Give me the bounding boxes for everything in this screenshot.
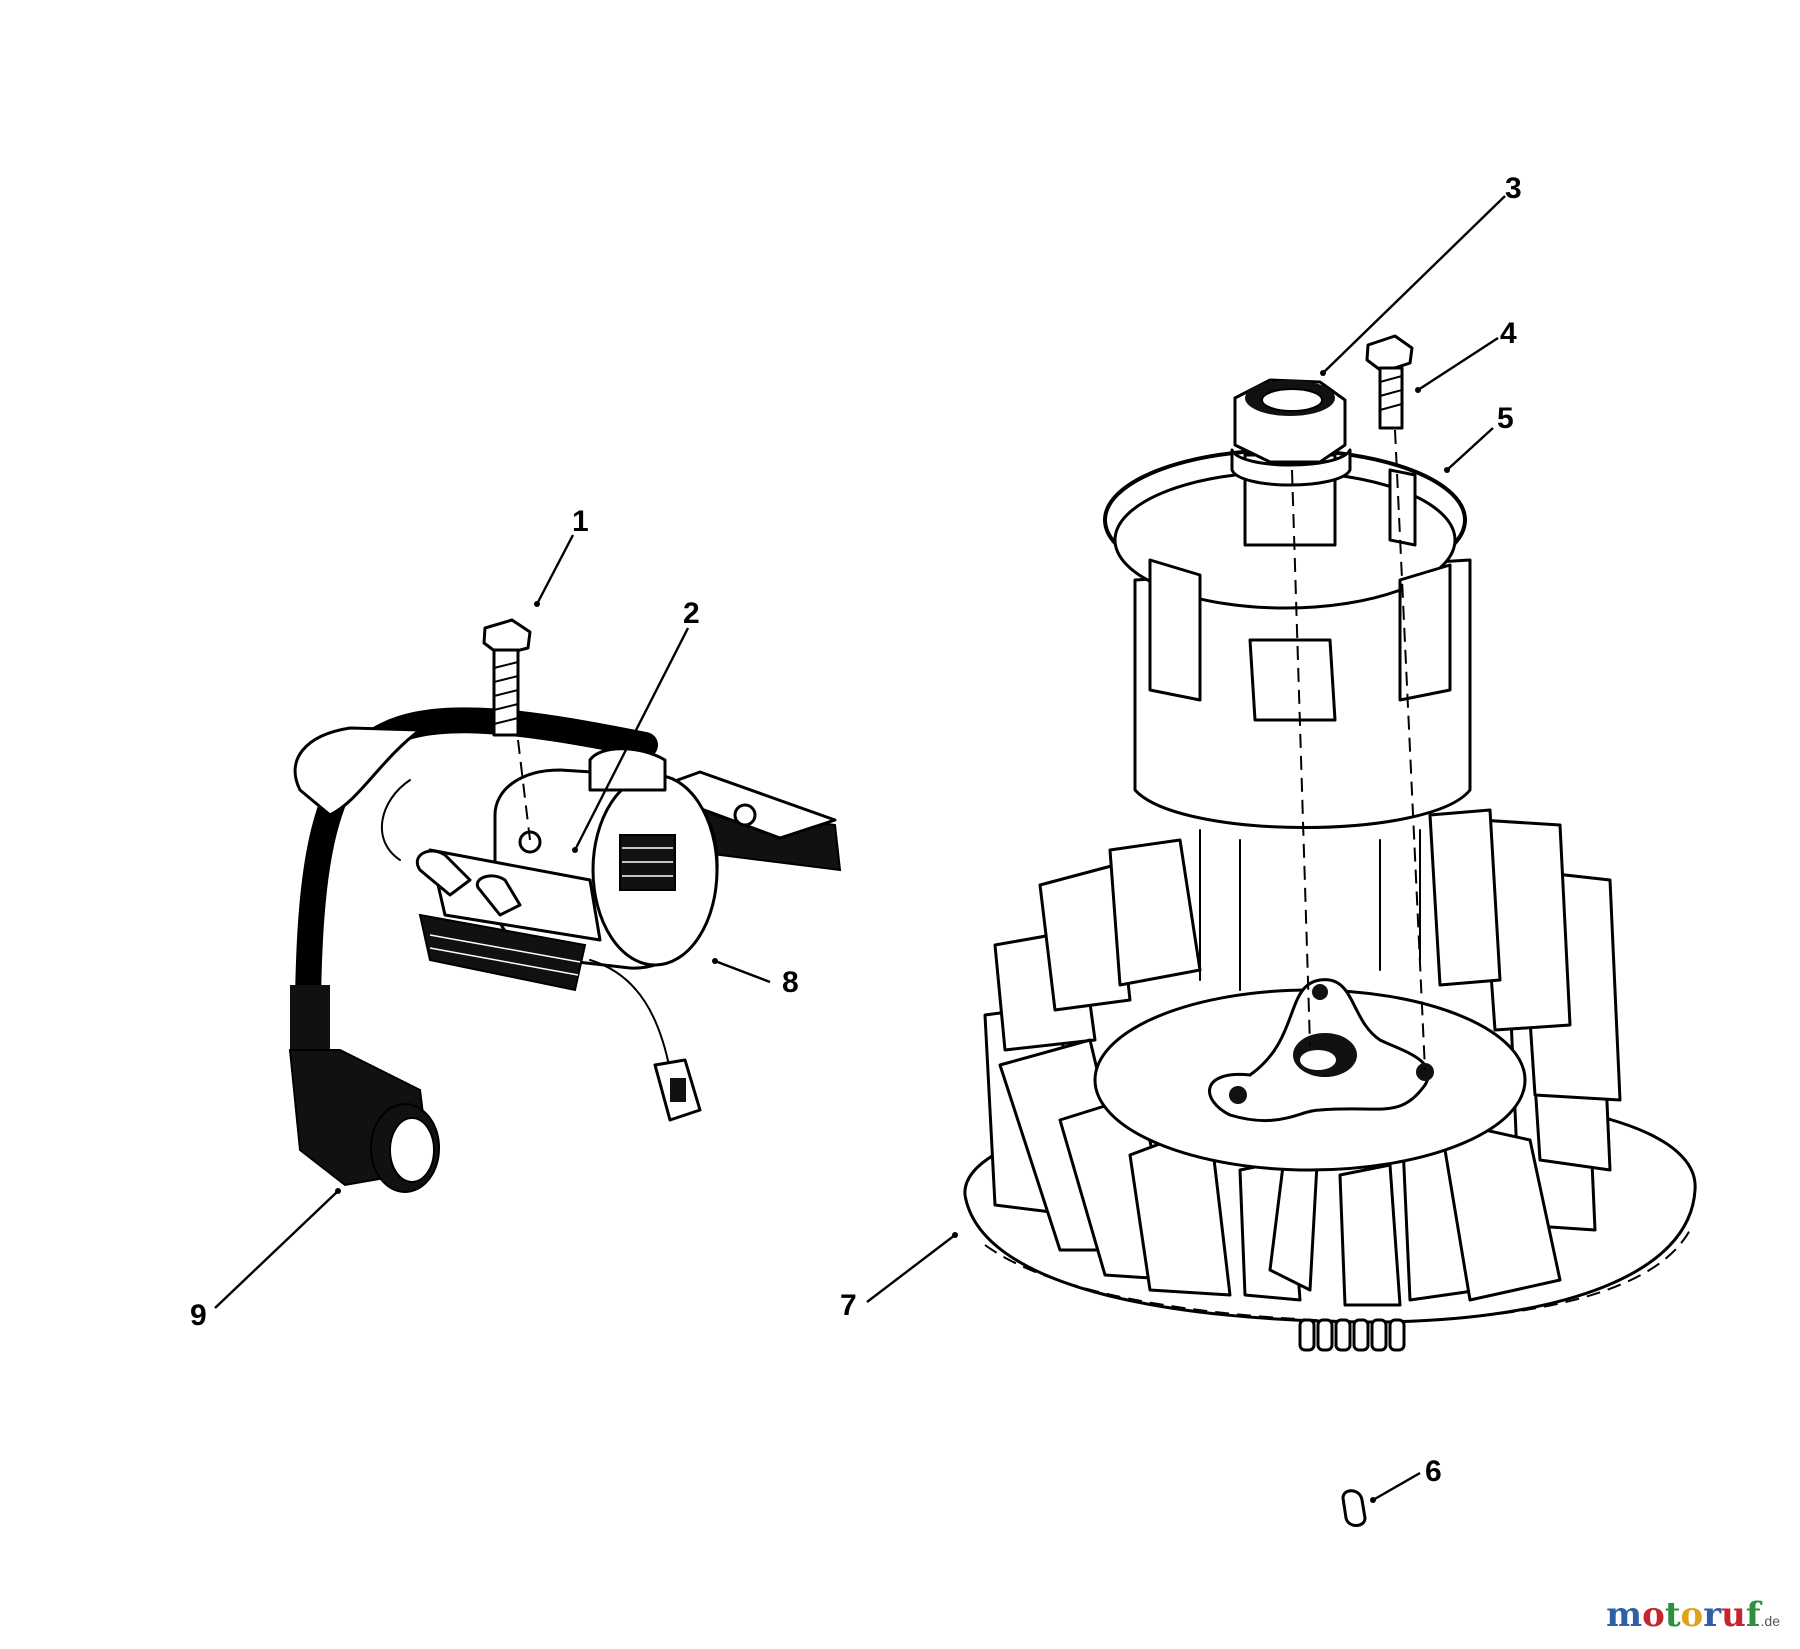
ground-wire [589,959,671,1071]
starter-cup-bolt [1365,334,1414,430]
callout-8: 8 [782,966,799,999]
watermark-letter: m [1606,1595,1643,1635]
callout-7: 7 [840,1289,857,1322]
flywheel-magnet-pins [1298,1318,1406,1352]
callout-leaders [214,195,1506,1503]
callout-4: 4 [1500,317,1517,350]
coil-rear-housing [293,726,422,817]
callout-3: 3 [1505,172,1522,205]
callout-2: 2 [683,597,700,630]
watermark-letter: o [1680,1595,1704,1635]
motoruf-watermark: motoruf.de [1606,1595,1780,1635]
flywheel-nut [1230,378,1352,487]
watermark-letter: f [1745,1595,1761,1635]
coil-mount-base [418,913,587,992]
watermark-letter: u [1721,1595,1746,1635]
callout-6: 6 [1425,1455,1442,1488]
flywheel-key [1341,1489,1367,1527]
watermark-letter: r [1703,1595,1722,1635]
coil-mount-bolt [482,618,532,737]
callout-1: 1 [572,505,589,538]
callout-labels: 1 2 3 4 5 6 7 8 9 [190,172,1522,1488]
flywheel-assembly [963,808,1697,1352]
callout-5: 5 [1497,402,1514,435]
watermark-tld: .de [1760,1613,1780,1629]
callout-9: 9 [190,1299,207,1332]
watermark-letter: o [1642,1595,1665,1635]
ignition-coil-assembly [288,618,842,1193]
watermark-letter: t [1664,1595,1681,1635]
spark-plug-boot [288,985,440,1193]
